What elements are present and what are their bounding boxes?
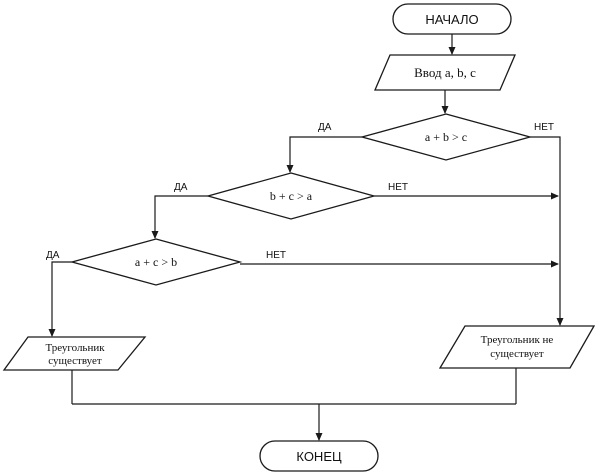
arrow-cond1-no	[530, 136, 564, 326]
not-exists-line-1: Треугольник не	[481, 334, 554, 346]
condition-1: a + b > c	[359, 113, 533, 161]
cond2-no-label: НЕТ	[388, 182, 408, 193]
input-block: Ввод a, b, c	[374, 54, 516, 91]
start-terminal: НАЧАЛО	[392, 3, 512, 35]
output-triangle-not-exists: Треугольник не существует	[438, 325, 596, 369]
condition-3: a + c > b	[69, 238, 243, 286]
condition-2-label: b + c > a	[270, 189, 313, 203]
condition-3-label: a + c > b	[135, 255, 177, 269]
not-exists-line-2: существует	[490, 348, 544, 360]
condition-2: b + c > a	[205, 172, 377, 220]
end-terminal: КОНЕЦ	[259, 440, 379, 472]
input-label: Ввод a, b, c	[414, 65, 476, 80]
exists-line-2: существует	[48, 355, 102, 367]
arrow-cond3-yes	[48, 261, 72, 337]
cond3-yes-label: ДА	[46, 250, 60, 261]
output-triangle-exists: Треугольник существует	[2, 336, 147, 371]
exists-line-1: Треугольник	[45, 342, 105, 354]
end-label: КОНЕЦ	[296, 449, 342, 464]
cond1-no-label: НЕТ	[534, 122, 554, 133]
cond2-yes-label: ДА	[174, 182, 188, 193]
connectors	[48, 34, 564, 441]
cond3-no-label: НЕТ	[266, 250, 286, 261]
start-label: НАЧАЛО	[425, 12, 478, 27]
arrow-cond1-yes	[286, 136, 362, 173]
arrow-cond2-yes	[151, 195, 208, 239]
cond1-yes-label: ДА	[318, 122, 332, 133]
condition-1-label: a + b > c	[425, 130, 467, 144]
